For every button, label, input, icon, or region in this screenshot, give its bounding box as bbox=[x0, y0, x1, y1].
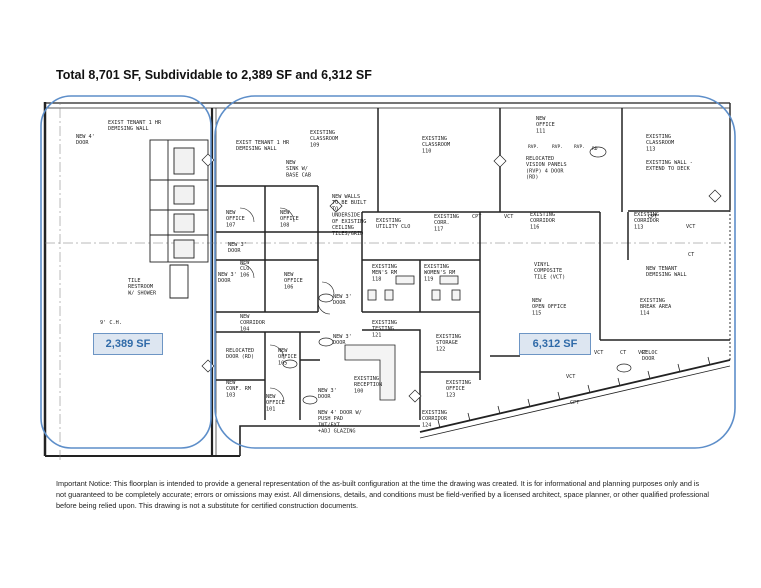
fixtures bbox=[344, 275, 461, 401]
restroom-stalls bbox=[149, 139, 209, 299]
floor-code-vct: VCT bbox=[638, 350, 647, 356]
rvp-label: RVP. bbox=[552, 144, 563, 150]
floor-code-vct: VCT bbox=[686, 224, 695, 230]
floor-code-ch-9: 9' C.H. bbox=[100, 320, 122, 326]
suite-outline-right bbox=[214, 95, 736, 449]
floor-code-ct: CT bbox=[688, 252, 694, 258]
floor-code-vct: VCT bbox=[566, 374, 575, 380]
room-label-new-4-door-top: NEW 4'DOOR bbox=[76, 134, 95, 146]
grid-lines bbox=[45, 100, 730, 460]
suite-outlines bbox=[40, 95, 736, 449]
building-walls bbox=[43, 102, 731, 457]
floor-code-cpt: CPT bbox=[472, 214, 481, 220]
rvp-label: RD bbox=[592, 146, 598, 152]
important-notice: Important Notice: This floorplan is inte… bbox=[56, 479, 710, 511]
room-label-new-3-door-c: NEW 3'DOOR bbox=[333, 294, 352, 306]
demising-wall bbox=[210, 108, 217, 456]
room-label-existing-wall-deck: EXISTING WALL -EXTEND TO DECK bbox=[646, 160, 693, 172]
room-label-new-3-door-a: NEW 3'DOOR bbox=[228, 242, 247, 254]
floor-code-vct: VCT bbox=[594, 350, 603, 356]
suite-area-left: 2,389 SF bbox=[93, 333, 163, 355]
door-swings bbox=[239, 207, 335, 403]
room-label-new-3-door-d: NEW 3'DOOR bbox=[333, 334, 352, 346]
floor-code-ct: CT bbox=[620, 350, 626, 356]
room-label-new-3-door-e: NEW 3'DOOR bbox=[318, 388, 337, 400]
suite-area-right: 6,312 SF bbox=[519, 333, 591, 355]
floor-code-vct: VCT bbox=[504, 214, 513, 220]
page-title: Total 8,701 SF, Subdividable to 2,389 SF… bbox=[56, 68, 372, 82]
rvp-label: RVP. bbox=[574, 144, 585, 150]
rvp-label: RVP. bbox=[528, 144, 539, 150]
floor-code-cpt: CPT bbox=[648, 214, 657, 220]
interior-walls bbox=[216, 108, 730, 420]
room-label-new-3-door-b: NEW 3'DOOR bbox=[218, 272, 237, 284]
floor-code-cpt: CPT bbox=[570, 400, 579, 406]
suite-outline-left bbox=[40, 95, 212, 449]
